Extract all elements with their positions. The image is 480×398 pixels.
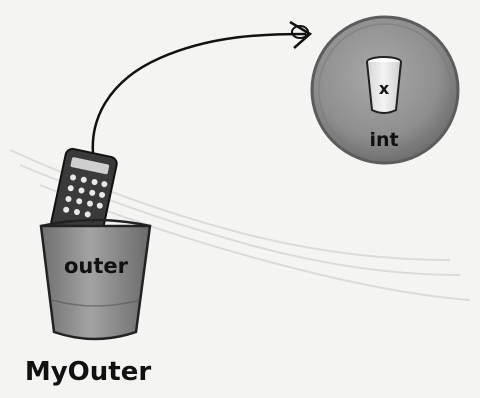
reference-cup-icon — [41, 220, 150, 339]
field-type-label: int — [369, 129, 398, 151]
field-name-label: x — [379, 79, 390, 98]
variable-name-label: outer — [64, 254, 129, 278]
variable-type-label: MyOuter — [25, 357, 151, 387]
reference-arrow — [93, 22, 310, 168]
